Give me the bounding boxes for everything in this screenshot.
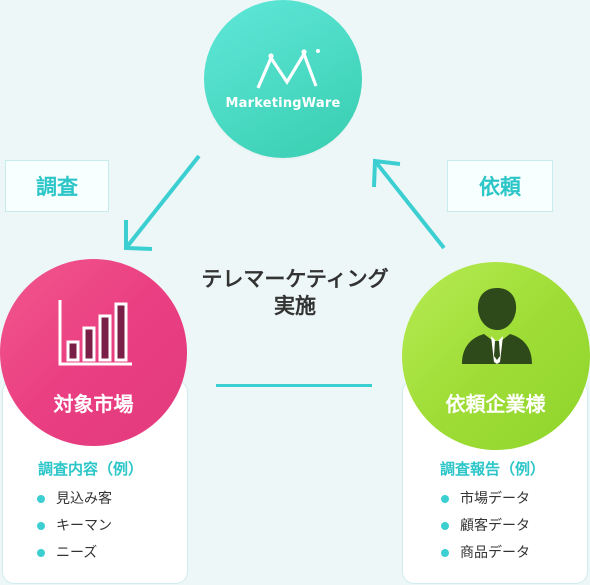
bullet-icon — [441, 495, 449, 503]
marketingware-node — [204, 0, 362, 158]
list-item: キーマン — [36, 515, 112, 542]
arrow-research-head — [124, 220, 153, 251]
businessman-icon — [462, 288, 532, 364]
bar-chart-icon — [58, 300, 132, 366]
arrow-request — [373, 159, 446, 250]
bullet-icon — [37, 522, 45, 530]
list-item: 見込み客 — [36, 488, 112, 515]
bullet-icon — [441, 549, 449, 557]
bullet-icon — [37, 549, 45, 557]
research-report-heading: 調査報告（例） — [440, 460, 546, 478]
list-item: 市場データ — [440, 488, 530, 515]
bullet-icon — [441, 522, 449, 530]
center-label: テレマーケティング 実施 — [168, 266, 422, 320]
research-tag: 調査 — [5, 160, 109, 212]
center-connector-line — [216, 384, 372, 387]
logo-text: MarketingWare — [225, 96, 341, 111]
list-item: 商品データ — [440, 542, 530, 569]
client-company-title: 依頼企業様 — [445, 392, 546, 416]
target-market-title: 対象市場 — [53, 392, 134, 416]
arrow-request-head — [372, 158, 401, 188]
research-content-list: 見込み客 キーマン ニーズ — [36, 488, 112, 569]
list-item: ニーズ — [36, 542, 112, 569]
center-label-line1: テレマーケティング — [201, 267, 389, 291]
list-item: 顧客データ — [440, 515, 530, 542]
arrow-research — [124, 154, 201, 250]
bullet-icon — [37, 495, 45, 503]
marketingware-logo-icon — [256, 49, 320, 89]
research-report-list: 市場データ 顧客データ 商品データ — [440, 488, 530, 569]
request-tag: 依頼 — [447, 160, 553, 212]
research-content-heading: 調査内容（例） — [38, 460, 144, 478]
center-label-line2: 実施 — [274, 294, 316, 318]
